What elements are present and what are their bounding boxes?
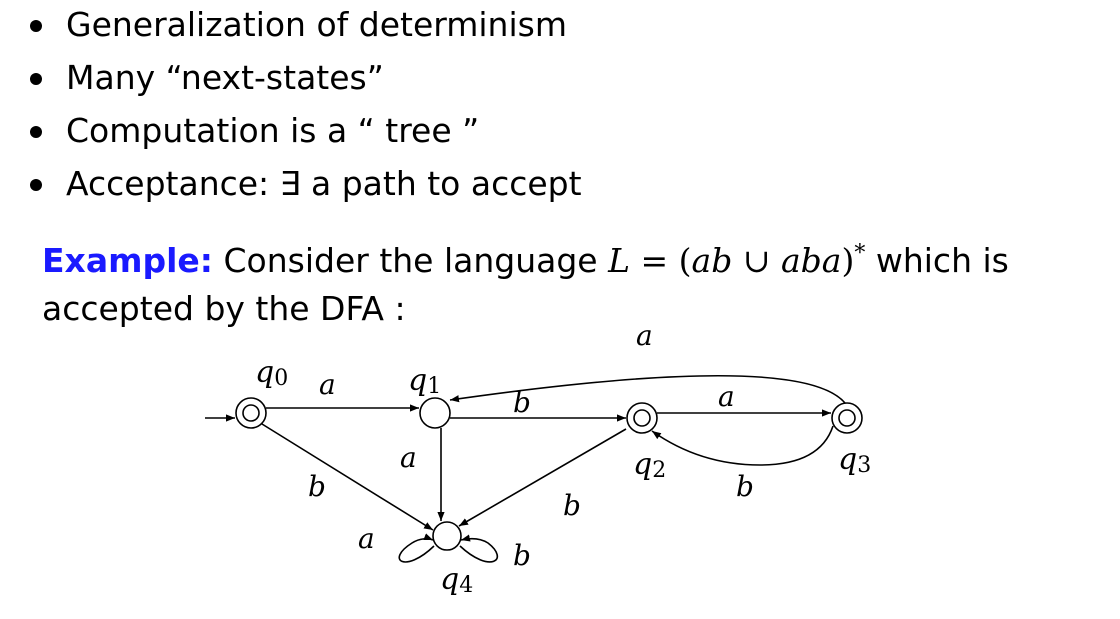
close-paren: ): [841, 241, 855, 280]
label-edge-q3-q1: a: [636, 319, 653, 352]
bullet-text: Acceptance: ∃ a path to accept: [66, 164, 582, 203]
loop-q4-left: [398, 533, 435, 563]
union-sign: ∪: [732, 241, 781, 280]
label-q1: q1: [408, 363, 441, 399]
example-text-before: Consider the language: [223, 241, 598, 280]
label-edge-q0-q1: a: [319, 368, 336, 401]
edge-q3-q2: [651, 425, 834, 466]
example-line-2: accepted by the DFA :: [42, 292, 406, 325]
open-paren: (: [678, 241, 692, 280]
label-edge-q3-q2: b: [736, 470, 754, 503]
label-edge-q2-q4: b: [563, 489, 581, 522]
bullet-dot: [30, 126, 42, 138]
equals-sign: =: [630, 241, 679, 280]
label-q4: q4: [440, 562, 473, 598]
label-edge-q1-q4: a: [400, 441, 417, 474]
bullet-dot: [30, 179, 42, 191]
example-text-line2: accepted by the DFA :: [42, 289, 406, 328]
language-symbol: L: [608, 241, 631, 280]
expr-ab: ab: [691, 241, 733, 280]
bullet-text: Computation is a “ tree ”: [66, 111, 480, 150]
bullet-dot: [30, 73, 42, 85]
expr-aba: aba: [781, 241, 842, 280]
label-edge-q1-q2: b: [513, 386, 531, 419]
edge-q0-q4: [261, 423, 434, 531]
state-q4: [432, 521, 462, 551]
state-q3: [831, 402, 863, 434]
bullet-text: Many “next-states”: [66, 58, 384, 97]
label-q2: q2: [633, 447, 666, 483]
state-q0: [235, 397, 267, 429]
example-line-1: Example: Consider the language L = (ab ∪…: [42, 241, 1009, 280]
edge-q2-q4: [458, 428, 627, 527]
state-q2: [626, 402, 658, 434]
label-edge-q0-q4: b: [308, 470, 326, 503]
edge-q3-q1: [449, 374, 846, 404]
bullet-text: Generalization of determinism: [66, 5, 567, 44]
bullet-dot: [30, 20, 42, 32]
state-q1: [419, 397, 451, 429]
label-edge-q2-q3: a: [718, 380, 735, 413]
label-loop-q4-right: b: [513, 539, 531, 572]
example-text-after: which is: [875, 241, 1009, 280]
label-loop-q4-left: a: [358, 522, 375, 555]
kleene-star: *: [854, 241, 866, 266]
loop-q4-right: [459, 534, 499, 563]
label-q0: q0: [255, 355, 288, 391]
label-q3: q3: [838, 442, 871, 478]
example-label: Example:: [42, 241, 213, 280]
